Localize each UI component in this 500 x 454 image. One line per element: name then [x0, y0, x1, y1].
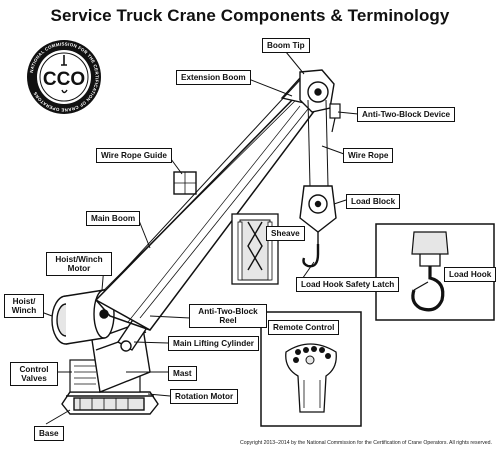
label-wire-rope-guide: Wire Rope Guide [96, 148, 172, 164]
label-main-lifting-cylinder: Main Lifting Cylinder [168, 336, 259, 352]
load-block-shape [299, 185, 337, 244]
page-title: Service Truck Crane Components & Termino… [50, 6, 450, 25]
sheave-detail-box [231, 213, 279, 285]
wire-rope-guide-shape [173, 171, 197, 195]
label-remote-control: Remote Control [268, 320, 340, 336]
copyright-notice: Copyright 2013–2014 by the National Comm… [240, 440, 493, 446]
crane-base-shape [61, 391, 159, 415]
label-mast: Mast [168, 366, 197, 382]
logo-letters: CCO [43, 69, 85, 90]
label-load-block: Load Block [346, 194, 401, 210]
label-hoist-winch-motor: Hoist/Winch Motor [46, 252, 112, 277]
label-control-valves: Control Valves [10, 362, 58, 387]
anti-two-block-device-shape [127, 103, 341, 323]
label-anti-two-block-device: Anti-Two-Block Device [357, 107, 456, 123]
wire-rope-lines [103, 79, 329, 293]
label-base: Base [34, 426, 64, 442]
ncco-logo: NATIONAL COMMISSION FOR THE CERTIFICATIO… [27, 40, 101, 114]
label-main-boom: Main Boom [86, 211, 141, 227]
label-load-hook-safety-latch: Load Hook Safety Latch [296, 277, 400, 293]
boom-tip-shape [299, 69, 335, 113]
label-boom-tip: Boom Tip [262, 38, 310, 54]
label-load-hook: Load Hook [444, 267, 497, 283]
label-wire-rope: Wire Rope [343, 148, 394, 164]
label-anti-two-block-reel: Anti-Two-Block Reel [189, 304, 267, 329]
label-rotation-motor: Rotation Motor [170, 389, 239, 405]
label-sheave: Sheave [266, 226, 305, 242]
hook-shape [302, 244, 320, 268]
label-hoist-winch: Hoist/ Winch [4, 294, 44, 319]
label-extension-boom: Extension Boom [176, 70, 251, 86]
